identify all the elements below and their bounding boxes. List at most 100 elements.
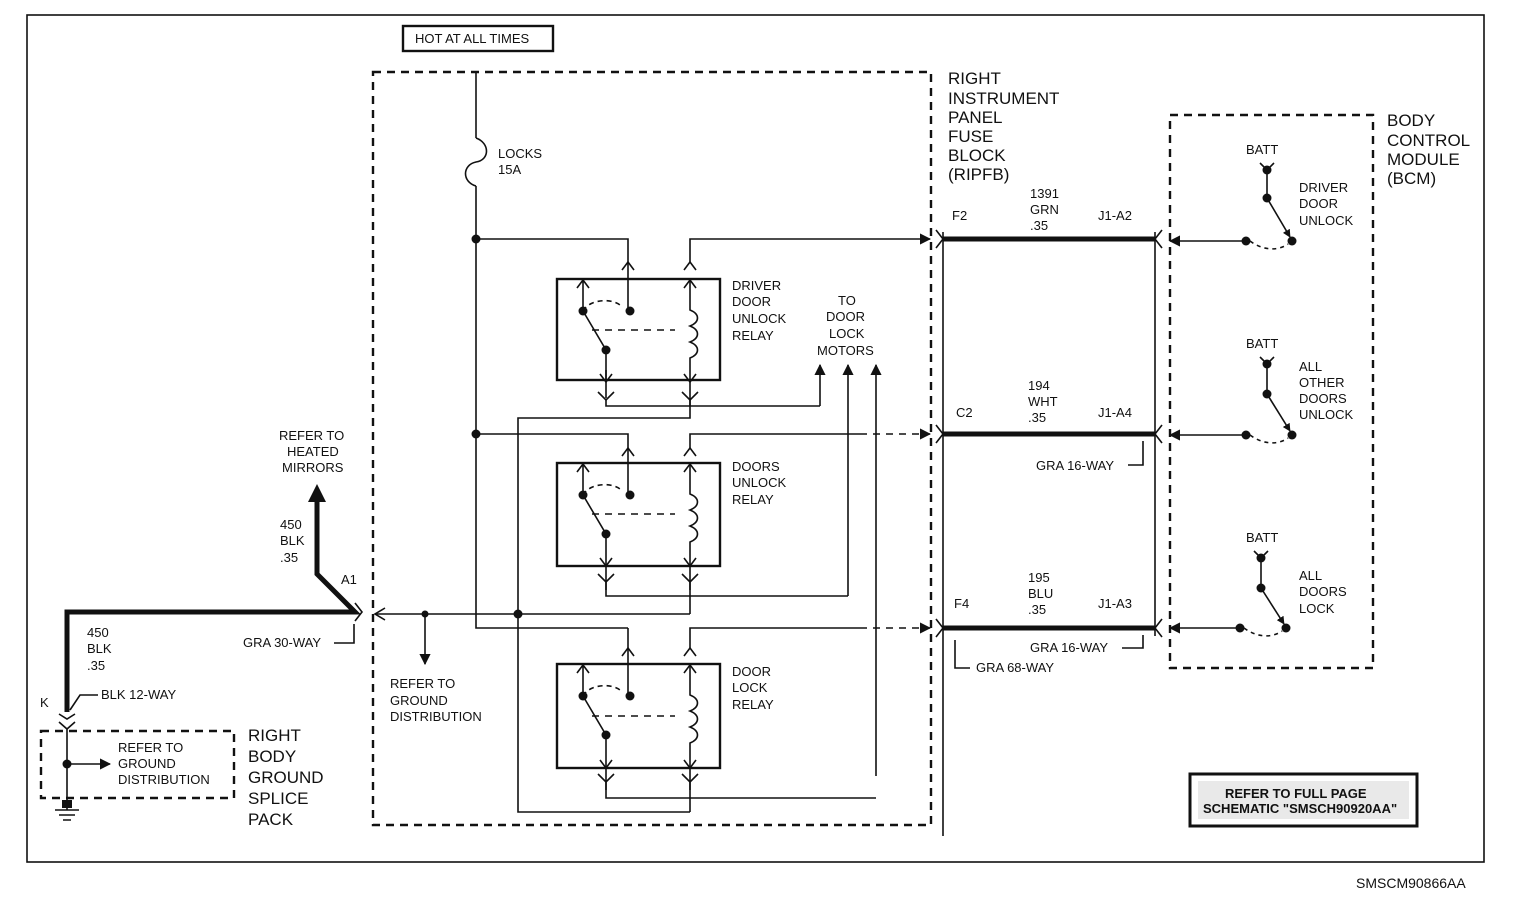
splice-ref-3: DISTRIBUTION [118,772,210,787]
bus-wire [475,186,628,629]
fuse-block-connector: GRA 68-WAY [976,660,1054,675]
fuse-block-title-5: BLOCK [948,146,1006,165]
full-page-ref-1: REFER TO FULL PAGE [1225,786,1367,801]
relay-3-label-1: DOOR [732,664,771,679]
hot-label-box [401,24,555,53]
relay-2-label-2: UNLOCK [732,475,787,490]
svg-text:ALL: ALL [1299,568,1322,583]
svg-text:UNLOCK: UNLOCK [1299,213,1354,228]
wire-v-3: .35 [280,550,298,565]
splice-pack-4: SPLICE [248,789,308,808]
doors-unlock-relay: DOORS UNLOCK RELAY [555,448,848,614]
svg-text:BATT: BATT [1246,142,1278,157]
splice-pack-box [39,729,236,800]
left-wiring: REFER TO HEATED MIRRORS 450 BLK .35 A1 G… [39,428,364,829]
a1-label: A1 [341,572,357,587]
circuit-3-connector: GRA 16-WAY [1030,640,1108,655]
svg-text:BATT: BATT [1246,336,1278,351]
circuit-3-wire-1: 195 [1028,570,1050,585]
svg-text:LOCK: LOCK [1299,601,1335,616]
wire-h-1: 450 [87,625,109,640]
svg-text:OTHER: OTHER [1299,375,1345,390]
splice-pack-3: GROUND [248,768,324,787]
full-page-reference: REFER TO FULL PAGE SCHEMATIC "SMSCH90920… [1188,772,1419,828]
circuit-2-pin: J1-A4 [1098,405,1132,420]
ground-ref-3: DISTRIBUTION [390,709,482,724]
relay-2-label-3: RELAY [732,492,774,507]
fuse-block-title-3: PANEL [948,108,1003,127]
fuse-block-border [371,70,933,827]
circuit-1-wire-2: GRN [1030,202,1059,217]
relay-1-label-3: UNLOCK [732,311,787,326]
connector-region: F2 1391 GRN .35 J1-A2 C2 194 WHT .35 J1-… [935,186,1163,836]
splice-ref-2: GROUND [118,756,176,771]
fuse-block-title-4: FUSE [948,127,993,146]
circuit-3-wire-3: .35 [1028,602,1046,617]
bcm-switch-all-other: BATT ALL OTHER DOORS UNLOCK [1168,336,1354,444]
wire-v-2: BLK [280,533,305,548]
splice-pack-5: PACK [248,810,294,829]
circuit-2-cavity: C2 [956,405,973,420]
svg-text:DOORS: DOORS [1299,391,1347,406]
circuit-2-wire-2: WHT [1028,394,1058,409]
svg-text:DRIVER: DRIVER [1299,180,1348,195]
bcm-title-2: CONTROL [1387,131,1470,150]
circuit-2-connector: GRA 16-WAY [1036,458,1114,473]
bcm: BODY CONTROL MODULE (BCM) BATT DRIVER DO… [1168,111,1470,670]
circuit-1-wire-1: 1391 [1030,186,1059,201]
bcm-title-4: (BCM) [1387,169,1436,188]
circuit-2-wire-1: 194 [1028,378,1050,393]
svg-text:DOORS: DOORS [1299,584,1347,599]
full-page-ref-2: SCHEMATIC "SMSCH90920AA" [1203,801,1397,816]
motors-label-3: LOCK [829,326,865,341]
gra30-label: GRA 30-WAY [243,635,321,650]
fuse-label-2: 15A [498,162,521,177]
svg-text:UNLOCK: UNLOCK [1299,407,1354,422]
motors-label-4: MOTORS [817,343,874,358]
diagram-id: SMSCM90866AA [1356,875,1466,891]
relay-1-label-2: DOOR [732,294,771,309]
relay-2-label-1: DOORS [732,459,780,474]
splice-pack-2: BODY [248,747,296,766]
relay-3-label-2: LOCK [732,680,768,695]
motors-label-1: TO [838,293,856,308]
circuit-1-cavity: F2 [952,208,967,223]
bcm-title-3: MODULE [1387,150,1460,169]
svg-text:BATT: BATT [1246,530,1278,545]
circuit-1-wire-3: .35 [1030,218,1048,233]
ground-return [375,398,691,813]
relay-1-label-1: DRIVER [732,278,781,293]
circuit-3-wire-2: BLU [1028,586,1053,601]
driver-door-unlock-relay: DRIVER DOOR UNLOCK RELAY [555,262,820,407]
bcm-switch-all-lock: BATT ALL DOORS LOCK [1168,530,1347,637]
mirrors-1: REFER TO [279,428,344,443]
ground-ref-2: GROUND [390,693,448,708]
hot-label: HOT AT ALL TIMES [415,31,529,46]
splice-ref-1: REFER TO [118,740,183,755]
circuit-3-pin: J1-A3 [1098,596,1132,611]
door-lock-relay: DOOR LOCK RELAY [555,648,876,812]
wire-h-3: .35 [87,658,105,673]
relay-3-label-3: RELAY [732,697,774,712]
ground-ref-1: REFER TO [390,676,455,691]
wire-h-2: BLK [87,641,112,656]
circuit-1-pin: J1-A2 [1098,208,1132,223]
bcm-border [1168,113,1375,670]
svg-text:ALL: ALL [1299,359,1322,374]
fuse-block: RIGHT INSTRUMENT PANEL FUSE BLOCK (RIPFB… [371,69,1059,827]
fuse-block-title-6: (RIPFB) [948,165,1009,184]
page-border [26,14,1485,863]
mirrors-2: HEATED [287,444,339,459]
fuse-block-title-1: RIGHT [948,69,1001,88]
wire-450-blk [64,500,362,712]
fuse-label-1: LOCKS [498,146,542,161]
svg-text:DOOR: DOOR [1299,196,1338,211]
splice-pack-1: RIGHT [248,726,301,745]
bcm-title-1: BODY [1387,111,1435,130]
circuit-3-cavity: F4 [954,596,969,611]
relay-1-label-4: RELAY [732,328,774,343]
locks-fuse-symbol [464,137,488,187]
circuit-2-wire-3: .35 [1028,410,1046,425]
k-label: K [40,695,49,710]
